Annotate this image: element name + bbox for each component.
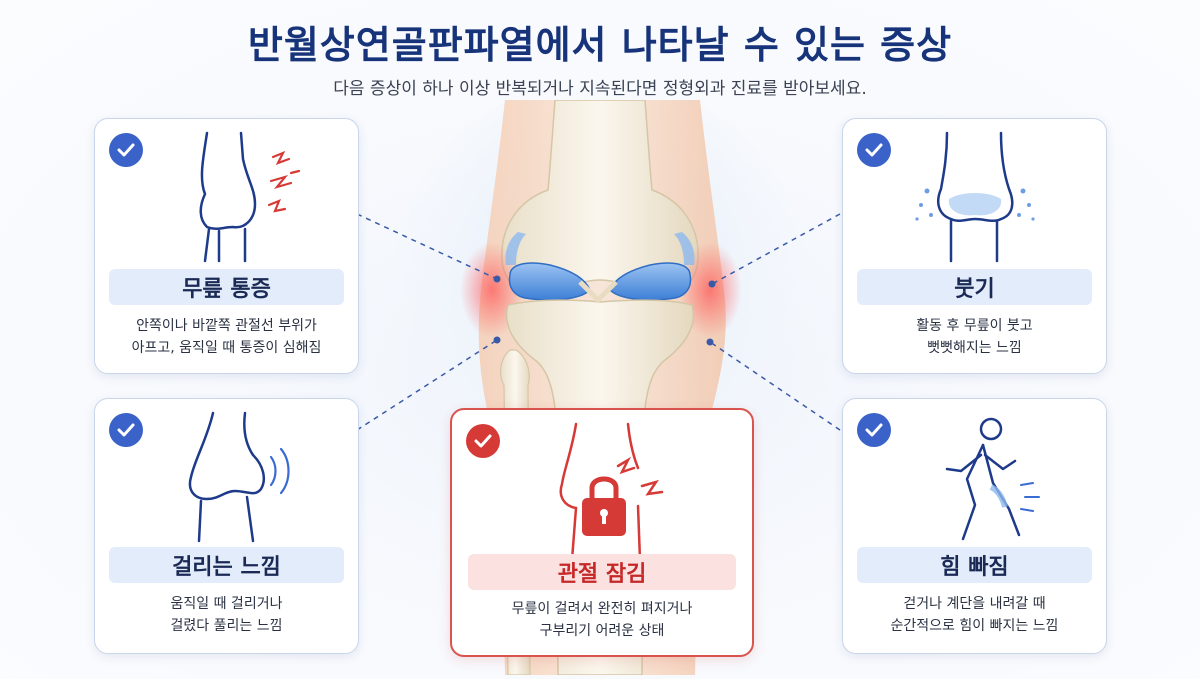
knee-swelling-icon (915, 131, 1035, 263)
check-icon (857, 413, 891, 447)
symptom-label: 걸리는 느낌 (109, 547, 344, 583)
symptom-description: 안쪽이나 바깥쪽 관절선 부위가 아프고, 움직일 때 통증이 심해짐 (131, 318, 322, 356)
symptom-description: 걷거나 계단을 내려갈 때 순간적으로 힘이 빠지는 느낌 (890, 596, 1059, 634)
symptom-card-swelling: 붓기 활동 후 무릎이 붓고 뻣뻣해지는 느낌 (842, 118, 1107, 374)
symptom-card-locking: 관절 잠김 무릎이 걸려서 완전히 펴지거나 구부리기 어려운 상태 (450, 408, 754, 657)
knee-catching-icon (188, 411, 290, 543)
symptom-label: 붓기 (857, 269, 1092, 305)
symptom-description: 무릎이 걸려서 완전히 펴지거나 구부리기 어려운 상태 (511, 601, 693, 639)
check-icon (857, 133, 891, 167)
symptom-description: 활동 후 무릎이 붓고 뻣뻣해지는 느낌 (916, 318, 1033, 356)
check-icon (109, 413, 143, 447)
symptom-card-weakness: 힘 빠짐 걷거나 계단을 내려갈 때 순간적으로 힘이 빠지는 느낌 (842, 398, 1107, 654)
check-icon (466, 424, 500, 458)
symptom-description: 움직일 때 걸리거나 걸렸다 풀리는 느낌 (170, 596, 283, 634)
knee-pain-icon (199, 131, 301, 263)
page-subtitle: 다음 증상이 하나 이상 반복되거나 지속된다면 정형외과 진료를 받아보세요. (333, 79, 867, 99)
symptom-label: 무릎 통증 (109, 269, 344, 305)
page-title: 반월상연골판파열에서 나타날 수 있는 증상 (247, 23, 953, 67)
symptom-card-pain: 무릎 통증 안쪽이나 바깥쪽 관절선 부위가 아프고, 움직일 때 통증이 심해… (94, 118, 359, 374)
knee-lock-icon (559, 422, 664, 562)
symptom-label: 관절 잠김 (468, 554, 736, 590)
symptom-label: 힘 빠짐 (857, 547, 1092, 583)
walking-weakness-icon (945, 417, 1040, 541)
symptom-card-catching: 걸리는 느낌 움직일 때 걸리거나 걸렸다 풀리는 느낌 (94, 398, 359, 654)
check-icon (109, 133, 143, 167)
